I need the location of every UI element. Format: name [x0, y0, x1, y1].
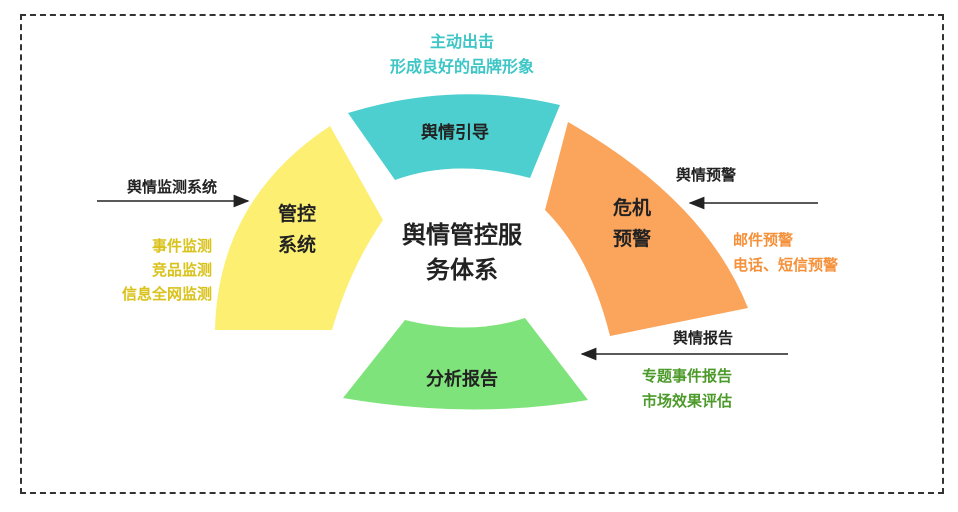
left-note-2: 竞品监测 [152, 261, 212, 279]
segment-left-label-1: 管控 [278, 202, 316, 225]
top-note-line2: 形成良好的品牌形象 [390, 57, 534, 76]
segment-right-label-2: 预警 [613, 227, 651, 250]
center-title-line1: 舆情管控服 [402, 221, 523, 249]
segment-right [545, 122, 748, 336]
bottom-input-label: 舆情报告 [673, 329, 733, 347]
left-note-1: 事件监测 [152, 237, 212, 255]
left-input-label: 舆情监测系统 [127, 178, 217, 196]
right-note-1: 邮件预警 [733, 231, 793, 249]
segment-top [348, 94, 560, 180]
bottom-note-2: 市场效果评估 [642, 392, 732, 410]
segment-bottom-label: 分析报告 [426, 368, 498, 390]
right-note-2: 电话、短信预警 [733, 256, 838, 274]
top-note-line1: 主动出击 [430, 32, 494, 51]
segment-left-label-2: 系统 [278, 233, 316, 256]
bottom-note-1: 专题事件报告 [642, 367, 732, 385]
right-input-label: 舆情预警 [676, 166, 736, 184]
segment-right-label-1: 危机 [613, 196, 651, 219]
segment-left [215, 126, 383, 330]
segment-bottom [343, 318, 588, 410]
segment-top-label: 舆情引导 [421, 122, 489, 143]
left-note-3: 信息全网监测 [122, 285, 212, 303]
dashed-frame [20, 14, 944, 494]
center-title-line2: 务体系 [426, 256, 498, 284]
